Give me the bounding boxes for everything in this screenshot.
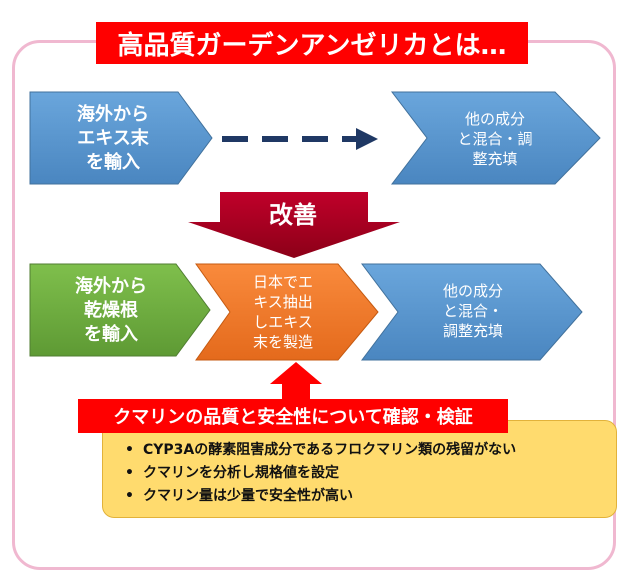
before-step2-label: 他の成分 と混合・調 整充填: [457, 110, 533, 168]
improvement-arrow: [188, 192, 400, 258]
after-step2-arrow: [195, 263, 379, 361]
before-step1-chevron: [29, 91, 213, 185]
improvement-label: 改善: [269, 200, 317, 229]
note-item: •クマリン量は少量で安全性が高い: [125, 488, 353, 504]
dashed-arrow: [222, 128, 378, 150]
after-step1-label: 海外から 乾燥根 を輸入: [75, 276, 147, 345]
after-step3-arrow: [361, 263, 583, 361]
after-step3-label: 他の成分 と混合・ 調整充填: [442, 282, 503, 340]
after-step2-label: 日本でエ キス抽出 しエキス 末を製造: [252, 273, 313, 351]
note-item: •CYP3Aの酵素阻害成分であるフロクマリン類の残留がない: [125, 442, 517, 458]
note-item: •クマリンを分析し規格値を設定: [125, 465, 339, 481]
before-step1-label: 海外から エキス末 を輸入: [77, 104, 149, 173]
page-title: 高品質ガーデンアンゼリカとは…: [96, 22, 528, 64]
before-step2-arrow: [390, 91, 601, 185]
verification-up-arrow: [270, 362, 322, 402]
after-step1-chevron: [29, 263, 211, 357]
notes-box: •CYP3Aの酵素阻害成分であるフロクマリン類の残留がない •クマリンを分析し規…: [102, 420, 617, 518]
notes-list: •CYP3Aの酵素阻害成分であるフロクマリン類の残留がない •クマリンを分析し規…: [103, 421, 616, 508]
verification-banner: クマリンの品質と安全性について確認・検証: [78, 399, 508, 433]
